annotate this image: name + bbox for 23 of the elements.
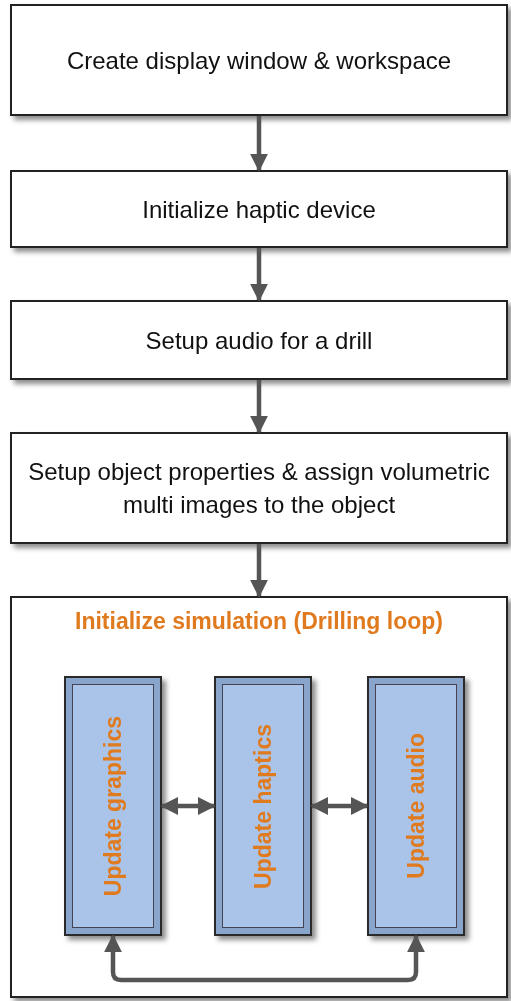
arrow	[250, 116, 268, 172]
box-label: Update graphics	[99, 715, 127, 897]
process-box	[10, 300, 508, 380]
arrow	[250, 544, 268, 598]
arrow	[250, 380, 268, 434]
process-box	[214, 676, 312, 936]
process-box	[367, 676, 465, 936]
box-label: Setup audio for a drill	[144, 325, 374, 356]
process-box	[10, 170, 508, 248]
loop-container	[10, 596, 508, 998]
arrow	[160, 797, 216, 815]
arrow	[310, 797, 369, 815]
process-box	[10, 4, 508, 116]
process-box	[10, 432, 508, 544]
box-label: Initialize haptic device	[141, 194, 377, 225]
process-box	[64, 676, 162, 936]
container-heading: Initialize simulation (Drilling loop)	[75, 608, 443, 635]
arrow	[104, 934, 425, 983]
box-label: Setup object properties & assign volumetric multi images to the object	[27, 457, 491, 520]
box-label: Create display window & workspace	[65, 45, 453, 76]
box-label: Update audio	[402, 733, 430, 879]
arrow	[250, 248, 268, 302]
box-label: Update haptics	[249, 723, 277, 889]
